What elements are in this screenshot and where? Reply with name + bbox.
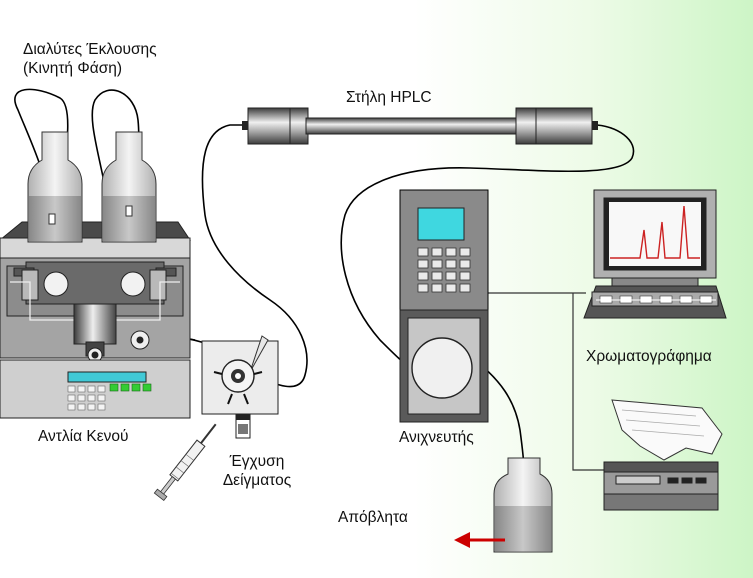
detector-label: Ανιχνευτής [399, 429, 474, 446]
waste-bottle-icon [493, 457, 553, 553]
injection-label: Έγχυση Δείγματος [202, 452, 312, 490]
arrow-icon [454, 532, 505, 548]
vacuum-pump-icon [0, 221, 191, 419]
syringe-icon [153, 423, 217, 502]
detector-icon [399, 189, 489, 423]
tube-injector-to-column [201, 124, 308, 388]
solvents-label-line1: Διαλύτες Έκλουσης [23, 41, 157, 58]
hplc-column-icon [242, 107, 598, 145]
solvents-label-line2: (Κινητή Φάση) [23, 60, 123, 77]
tube-column-to-detector [340, 124, 635, 369]
injection-label-line1: Έγχυση [229, 453, 285, 470]
injection-label-line2: Δείγματος [222, 472, 292, 489]
solvent-bottle-icon [27, 131, 83, 243]
keyboard-icon [583, 285, 727, 319]
computer-monitor-icon [593, 189, 717, 287]
waste-label: Απόβλητα [338, 509, 408, 526]
injection-valve-icon [201, 335, 279, 439]
pump-label: Αντλία Κενού [38, 428, 129, 445]
signal-wires [488, 292, 604, 471]
chromatogram-label: Χρωματογράφημα [586, 348, 712, 365]
solvent-bottle-icon [101, 131, 157, 243]
solvents-label: Διαλύτες Έκλουσης (Κινητή Φάση) [23, 40, 157, 78]
column-label: Στήλη HPLC [346, 89, 432, 106]
printer-icon [603, 399, 723, 511]
